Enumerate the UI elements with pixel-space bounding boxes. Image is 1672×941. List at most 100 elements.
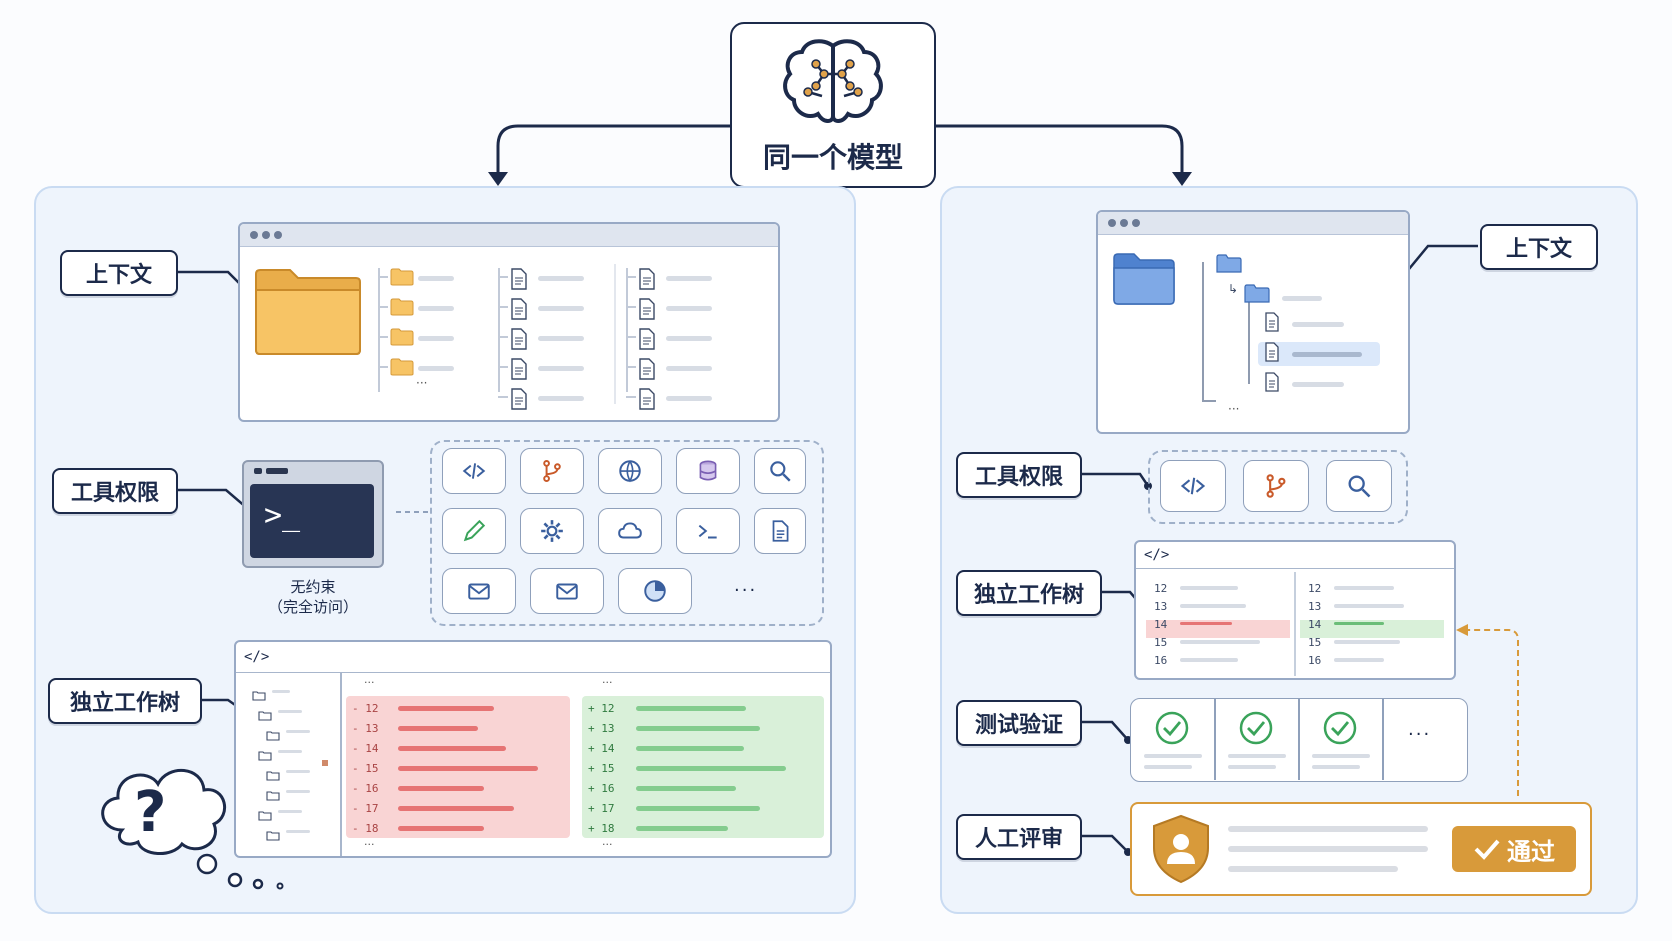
left-file-tree [378,258,768,410]
diff-added-line [636,786,736,791]
gear-icon [541,520,563,542]
diff-added-line-number: + 14 [588,742,615,755]
file-icon [638,268,656,294]
file-icon [638,388,656,414]
tree-line [666,336,712,341]
tree-branch [378,336,388,338]
code-line [1334,640,1400,644]
diff-added-line-number: + 17 [588,802,615,815]
tree-branch [1202,400,1216,402]
approve-label: 通过 [1507,837,1555,866]
right-review-label: 人工评审 [956,814,1082,860]
tool-globe-button[interactable] [598,448,662,494]
code-added-line [1334,622,1384,625]
approve-button[interactable]: 通过 [1452,826,1576,872]
search-icon [1348,475,1371,498]
tool-pencil-button[interactable] [442,508,506,554]
tree-line [418,276,454,281]
tree-branch [498,306,508,308]
code-line-number: 12 [1154,582,1168,595]
tool-search-button[interactable] [754,448,806,494]
code-tag: </> [1136,542,1454,569]
diff-added-line-number: + 15 [588,762,615,775]
tree-guide [1248,298,1250,384]
tree-line [286,730,310,733]
tool-branch-button[interactable] [1243,460,1309,512]
tree-line [538,396,584,401]
diff-added-line-number: + 13 [588,722,615,735]
tree-guide [1202,262,1204,402]
tool-pie-chart-button[interactable] [618,568,692,614]
tree-line [286,790,310,793]
folder-icon [1244,284,1270,308]
code-icon [462,463,486,479]
diff-added-line [636,806,760,811]
file-icon [510,388,528,414]
diff-removed-line-number: - 13 [352,722,379,735]
tool-database-button[interactable] [676,448,740,494]
file-icon [510,358,528,384]
code-line [1180,658,1238,662]
tree-branch [498,396,508,398]
test-line [1144,754,1202,758]
right-context-label: 上下文 [1480,224,1598,270]
diff-added-line-number: + 12 [588,702,615,715]
tool-gear-button[interactable] [520,508,584,554]
code-line [1180,604,1246,608]
right-tools-label: 工具权限 [956,452,1082,498]
database-icon [699,460,717,481]
tree-line [1292,352,1362,357]
diff-added-line [636,766,786,771]
tool-mail-button[interactable] [530,568,604,614]
folder-outline-icon [252,686,266,705]
tree-guide [378,268,380,392]
code-icon [1180,477,1206,495]
test-line [1144,765,1192,769]
diff-added-line [636,746,744,751]
file-icon [1264,342,1280,366]
check-circle-icon [1154,710,1190,750]
code-line [1334,586,1394,590]
tree-line [418,366,454,371]
code-line-number: 13 [1308,600,1322,613]
right-tests-label: 测试验证 [956,700,1082,746]
terminal-caption-1: 无约束 [290,578,336,596]
folder-outline-icon [258,746,272,765]
code-line-number: 15 [1308,636,1322,649]
tool-terminal-button[interactable] [676,508,740,554]
file-icon [638,358,656,384]
tree-branch [626,306,636,308]
folder-outline-icon [258,706,272,725]
tree-branch [498,366,508,368]
tree-line [666,276,712,281]
folder-outline-icon [266,766,280,785]
diff-added-line [636,826,728,831]
tool-code-button[interactable] [442,448,506,494]
file-icon [638,328,656,354]
tool-file-button[interactable] [754,508,806,554]
tree-line [666,306,712,311]
check-circle-icon [1322,710,1358,750]
diff-added-line-number: + 16 [588,782,615,795]
left-tools-group [430,440,824,626]
tool-branch-button[interactable] [520,448,584,494]
tool-cloud-button[interactable] [598,508,662,554]
tool-search-button[interactable] [1326,460,1392,512]
folder-outline-icon [266,786,280,805]
code-line [1334,658,1384,662]
tool-code-button[interactable] [1160,460,1226,512]
diff-removed-line [398,806,514,811]
folder-icon [390,328,414,350]
tree-guide [498,268,500,392]
tool-mail-button[interactable] [442,568,516,614]
code-line-number: 15 [1154,636,1168,649]
tree-branch [626,396,636,398]
left-worktree-label: 独立工作树 [48,678,202,724]
pie-chart-icon [644,580,666,602]
folder-outline-icon [266,726,280,745]
tree-line [286,830,310,833]
file-icon [1264,372,1280,396]
